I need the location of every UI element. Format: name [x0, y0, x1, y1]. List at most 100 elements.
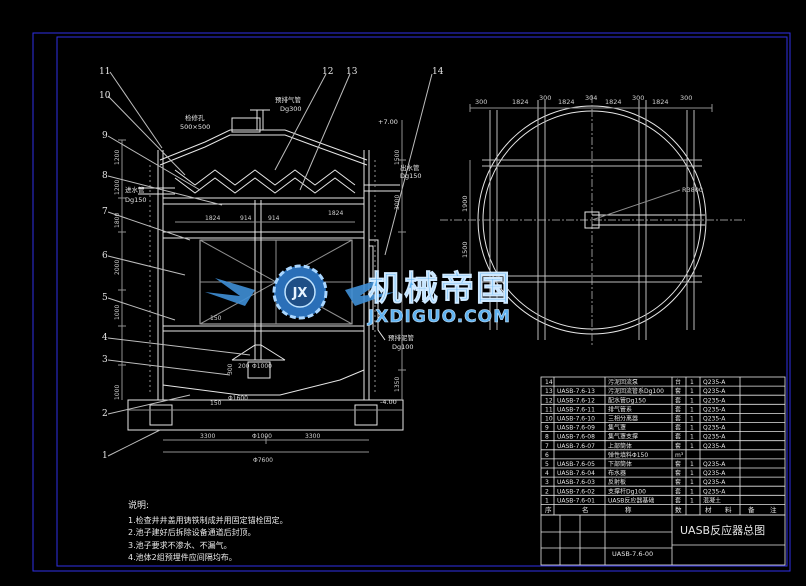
table-cell-no: 3: [545, 479, 549, 486]
callout-11: 11: [99, 67, 110, 77]
plan-dim-1: 300: [475, 98, 487, 106]
table-cell-code: UASB-7.6-03: [557, 479, 595, 486]
table-cell-name: 弹性填料Φ150: [608, 451, 648, 459]
table-cell-code: UASB-7.6-07: [557, 443, 595, 450]
table-cell-unit: 套: [675, 478, 681, 486]
note-1: 1.检查井井盖用铸铁制成并用固定锚栓固定。: [128, 515, 288, 525]
dim-inner-1: Φ1000: [252, 363, 272, 370]
table-cell-material: Q235-A: [703, 434, 726, 441]
table-cell-unit: 套: [675, 415, 681, 423]
sludge-pipe-label: 预排泥管: [388, 333, 415, 342]
dim-bottom-1: 3300: [200, 433, 215, 440]
table-cell-qty: 1: [690, 470, 694, 477]
table-cell-no: 1: [545, 497, 549, 504]
inlet-dg-label: Dg150: [125, 196, 147, 204]
table-cell-code: UASB-7.6-09: [557, 425, 595, 432]
elev-bottom-label: -4.00: [380, 398, 397, 406]
table-cell-qty: 1: [690, 443, 694, 450]
table-cell-material: Q235-A: [703, 479, 726, 486]
table-cell-qty: 1: [690, 461, 694, 468]
table-cell-name: 支撑杆Dg100: [608, 487, 646, 495]
note-2: 2.池子建好后拆除设备通道后封顶。: [128, 528, 256, 537]
table-cell-unit: m³: [675, 452, 684, 459]
exhaust-dg-label: Dg300: [280, 105, 302, 113]
dim-cone: Φ1600: [228, 395, 248, 402]
table-cell-code: UASB-7.6-04: [557, 470, 595, 477]
table-cell-unit: 套: [675, 396, 681, 404]
exhaust-pipe-label: 预排气管: [275, 95, 302, 104]
section-labels: 检修孔 500×500 预排气管 Dg300 进水管 Dg150 出水管 Dg1…: [125, 95, 422, 406]
table-cell-unit: 套: [675, 387, 681, 395]
table-cell-material: Q235-A: [703, 379, 726, 386]
table-cell-name: UASB反应器基础: [608, 496, 654, 504]
table-cell-no: 8: [545, 434, 549, 441]
table-cell-name: 污泥回流泵: [608, 378, 638, 386]
table-cell-code: UASB-7.6-11: [557, 406, 595, 413]
dim-right-1: 1500: [394, 150, 401, 165]
plan-view: [440, 95, 745, 345]
table-cell-unit: 套: [675, 487, 681, 495]
dim-right-3: 1350: [394, 377, 401, 392]
title-block: [540, 514, 786, 566]
table-cell-unit: 套: [675, 424, 681, 432]
table-cell-material: Q235-A: [703, 470, 726, 477]
plan-dims: 300 1824 300 1824 304 1824 300 1824 300 …: [461, 94, 703, 258]
table-cell-no: 11: [545, 406, 553, 413]
table-cell-material: Q235-A: [703, 388, 726, 395]
plan-dim-2: 1824: [512, 98, 529, 106]
callout-7: 7: [102, 207, 108, 217]
parts-table: [540, 376, 786, 516]
dim-left-3: 1800: [114, 213, 121, 228]
plan-dim-6: 1824: [605, 98, 622, 106]
table-cell-unit: 台: [675, 378, 681, 386]
table-cell-material: Q235-A: [703, 416, 726, 423]
table-cell-qty: 1: [690, 497, 694, 504]
drawing-title: UASB反应器总图: [680, 523, 765, 537]
plan-radius: R3800: [682, 186, 703, 194]
table-cell-no: 2: [545, 488, 549, 495]
dim-mid-2: 914: [240, 215, 252, 222]
callout-1: 1: [102, 451, 108, 461]
table-cell-name: 集气罩: [608, 424, 626, 432]
table-cell-unit: 套: [675, 433, 681, 441]
section-dims: 1200 1200 1800 2000 1000 1000 1500 3000 …: [114, 150, 401, 464]
callout-3: 3: [102, 355, 108, 365]
callout-2: 2: [102, 409, 108, 419]
plan-dim-4: 1824: [558, 98, 575, 106]
header-col-4: 数: [675, 505, 682, 514]
header-col-8: 注: [770, 505, 777, 514]
dim-left-6: 1000: [114, 385, 121, 400]
table-cell-name: 污泥回流管系Dg100: [608, 387, 664, 395]
plan-dim-7: 300: [632, 94, 644, 102]
header-col-1: 序: [545, 505, 552, 514]
table-cell-name: 下部筒体: [608, 460, 632, 468]
outer-frame: [32, 32, 791, 572]
watermark-cn: 机械帝国: [368, 269, 512, 309]
table-cell-no: 12: [545, 397, 553, 404]
manhole-size-label: 500×500: [180, 123, 210, 131]
parts-header: 序 名 称 数 材 料 备 注: [545, 505, 777, 514]
table-cell-name: 上部筒体: [608, 442, 632, 450]
table-cell-qty: 1: [690, 479, 694, 486]
table-cell-no: 6: [545, 452, 549, 459]
callout-14: 14: [432, 67, 444, 77]
table-cell-name: 布水器: [608, 469, 626, 477]
dim-small-4: 200: [238, 363, 250, 370]
sludge-dg-label: Dg100: [392, 343, 414, 351]
callout-4: 4: [102, 333, 108, 343]
dim-overall: Φ7600: [253, 457, 273, 464]
header-col-5: 材: [705, 505, 712, 514]
table-cell-qty: 1: [690, 406, 694, 413]
note-3: 3.池子要求不渗水、不漏气。: [128, 540, 232, 550]
gear-wing-emblem: JX: [205, 264, 395, 320]
callout-6: 6: [102, 251, 108, 261]
note-4: 4.池体2组预埋件应间隔均布。: [128, 553, 237, 562]
table-cell-code: UASB-7.6-02: [557, 488, 595, 495]
table-cell-material: Q235-A: [703, 443, 726, 450]
callout-13: 13: [346, 67, 358, 77]
table-cell-no: 5: [545, 461, 549, 468]
elev-top-label: +7.00: [378, 118, 398, 126]
inner-frame: [56, 36, 788, 567]
watermark: JX 机械帝国 JXDIGUO.COM: [205, 264, 512, 327]
table-cell-qty: 1: [690, 379, 694, 386]
